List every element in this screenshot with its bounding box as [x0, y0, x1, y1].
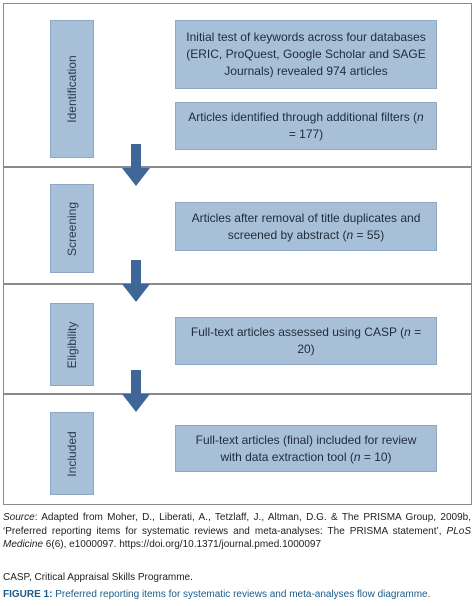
box-initial-keyword-test: Initial test of keywords across four dat… — [175, 20, 437, 89]
arrow-down-shape — [122, 144, 150, 186]
prisma-flow-diagram: Identification Initial test of keywords … — [3, 3, 472, 505]
figure-text: Preferred reporting items for systematic… — [52, 589, 431, 600]
arrow-down-shape — [122, 370, 150, 412]
stage-tab-screening: Screening — [50, 184, 94, 273]
arrow-down-icon — [122, 260, 150, 302]
source-journal: PLoS Medicine — [3, 525, 471, 551]
box-included: Full-text articles (final) included for … — [175, 425, 437, 472]
stage-identification: Identification Initial test of keywords … — [3, 3, 472, 167]
source-text: : Adapted from Moher, D., Liberati, A., … — [3, 512, 471, 537]
figure-caption: FIGURE 1: Preferred reporting items for … — [3, 588, 471, 602]
figure-label: FIGURE 1: — [3, 589, 53, 600]
box-screening: Articles after removal of title duplicat… — [175, 202, 437, 251]
stage-tab-eligibility: Eligibility — [50, 303, 94, 386]
source-tail: 6(6), e1000097. https://doi.org/10.1371/… — [43, 539, 322, 550]
box-additional-filters: Articles identified through additional f… — [175, 102, 437, 150]
stage-screening: Screening Articles after removal of titl… — [3, 167, 472, 284]
source-label: Source — [3, 512, 35, 523]
box-additional-filters-text: Articles identified through additional f… — [188, 110, 424, 141]
box-initial-keyword-test-text: Initial test of keywords across four dat… — [186, 30, 426, 78]
source-caption: Source: Adapted from Moher, D., Liberati… — [3, 511, 471, 552]
stage-label-included: Included — [65, 430, 79, 477]
arrow-down-shape — [122, 260, 150, 302]
stage-label-eligibility: Eligibility — [65, 321, 79, 368]
stage-tab-included: Included — [50, 412, 94, 495]
arrow-down-icon — [122, 144, 150, 186]
arrow-down-icon — [122, 370, 150, 412]
box-eligibility-text: Full-text articles assessed using CASP (… — [190, 325, 422, 356]
abbreviation-note: CASP, Critical Appraisal Skills Programm… — [3, 572, 193, 583]
box-included-text: Full-text articles (final) included for … — [195, 432, 417, 464]
stage-tab-identification: Identification — [50, 20, 94, 158]
box-eligibility: Full-text articles assessed using CASP (… — [175, 317, 437, 365]
stage-eligibility: Eligibility Full-text articles assessed … — [3, 284, 472, 394]
stage-label-identification: Identification — [65, 55, 79, 123]
stage-included: Included Full-text articles (final) incl… — [3, 394, 472, 505]
stage-label-screening: Screening — [65, 201, 79, 256]
box-screening-text: Articles after removal of title duplicat… — [191, 210, 421, 242]
